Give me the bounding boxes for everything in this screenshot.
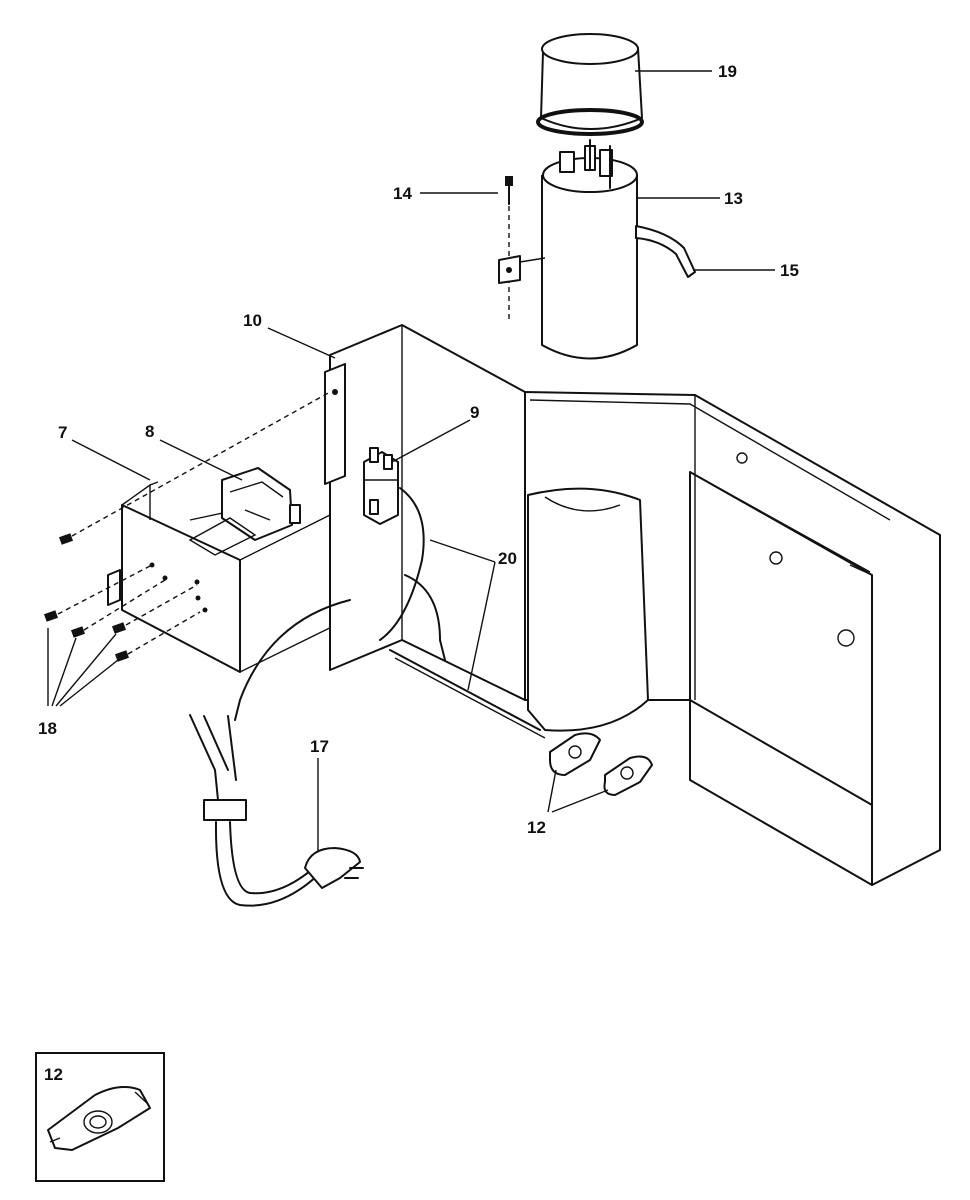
clamp-detail [47, 1085, 151, 1151]
capacitor [541, 139, 638, 360]
control-box [107, 481, 351, 673]
inset-label: 12 [44, 1065, 63, 1084]
mounting-bracket [329, 324, 526, 701]
callout-20: 20 [498, 549, 517, 568]
side-panel [524, 391, 941, 886]
inset-detail-box: 12 [35, 1052, 165, 1182]
relay-component [188, 467, 301, 556]
callout-9: 9 [470, 403, 479, 422]
power-cord [189, 599, 364, 907]
callout-10: 10 [243, 311, 262, 330]
leader-lines [47, 70, 775, 852]
callout-15: 15 [780, 261, 799, 280]
callout-17: 17 [310, 737, 329, 756]
callout-7: 7 [58, 423, 67, 442]
callout-18: 18 [38, 719, 57, 738]
callout-19: 19 [718, 62, 737, 81]
mounting-strip [324, 363, 346, 485]
callout-13: 13 [724, 189, 743, 208]
capacitor-strap [635, 225, 696, 278]
mounting-clamp [549, 732, 653, 796]
capacitor-cap [536, 33, 644, 136]
mounting-screw [498, 176, 546, 320]
callout-14: 14 [393, 184, 412, 203]
callout-12: 12 [527, 818, 546, 837]
wire-tubing [379, 487, 546, 739]
callout-8: 8 [145, 422, 154, 441]
callout-labels: 19 13 14 15 10 9 8 7 20 17 18 12 [38, 62, 799, 837]
terminal-block [363, 447, 399, 525]
box-screws [43, 391, 331, 662]
